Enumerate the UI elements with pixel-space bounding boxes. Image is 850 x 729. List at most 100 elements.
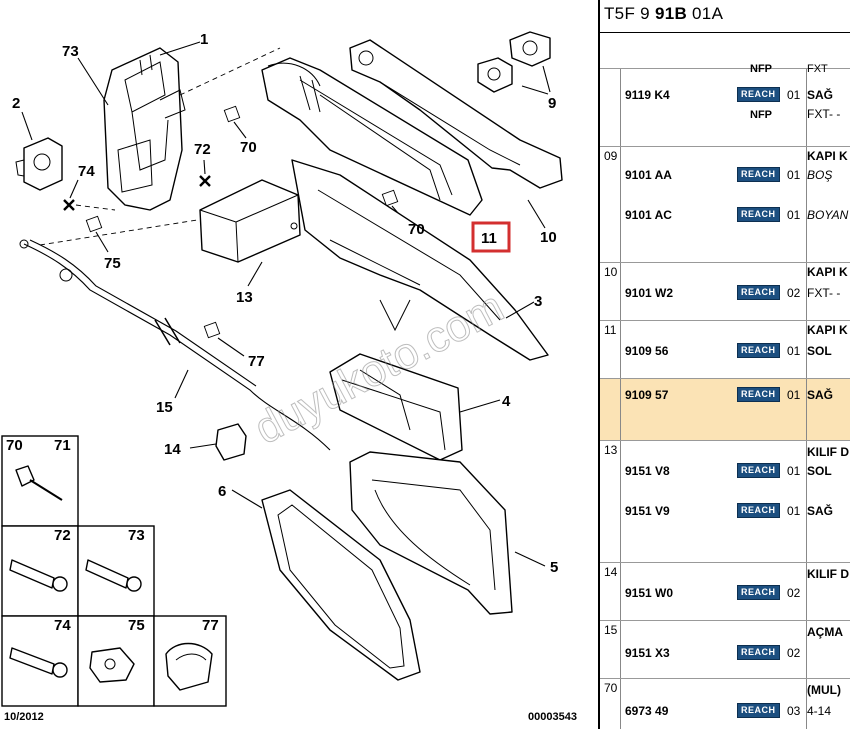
qty: 02 [787,286,801,300]
reach-badge[interactable]: REACH [737,645,780,660]
inset-label-70: 70 [6,437,23,454]
qty: 01 [787,208,801,222]
catalog-row[interactable]: 9151 V8 REACH 01 SOL [600,461,850,481]
callout-11: 11 [481,230,497,247]
part-3-panel[interactable] [291,159,549,361]
part-ref: 9101 W2 [625,286,674,300]
part-ref: 9151 W0 [625,586,674,600]
callout-10: 10 [540,229,557,246]
group-desc: KAPI K [807,323,848,337]
reach-badge[interactable]: REACH [737,585,780,600]
catalog-group: 11 KAPI K 9109 56 REACH 01 SOL [600,320,850,379]
catalog-row[interactable]: 9151 V9 REACH 01 SAĞ [600,501,850,521]
reach-badge[interactable]: REACH [737,463,780,478]
part-ref: 9119 K4 [625,88,670,102]
catalog-title-prefix: T5F 9 [604,4,655,23]
desc: SAĞ [807,504,834,518]
screw-74-marker [63,199,75,211]
nfp-bottom: NFP [750,109,772,121]
part-10-outer-handle[interactable] [349,39,563,189]
qty: 01 [787,344,801,358]
reach-badge[interactable]: REACH [737,343,780,358]
callout-4: 4 [502,393,511,410]
catalog-row[interactable]: 6973 49 REACH 03 4-14 [600,701,850,721]
group-number: 14 [604,565,618,579]
catalog-group: 09 KAPI K 9101 AA REACH 01 BOŞ 9101 AC R… [600,146,850,263]
callout-77: 77 [248,353,265,370]
part-9-caps[interactable] [477,31,551,93]
part-2-bracket[interactable] [15,137,63,191]
callout-73: 73 [62,43,79,60]
footer-date: 10/2012 [4,711,44,723]
catalog-title-suffix: 01A [687,4,724,23]
part-ref: 6973 49 [625,704,669,718]
desc-top-partial: FXT [807,63,828,75]
reach-badge[interactable]: REACH [737,285,780,300]
inset-label-73: 73 [128,527,145,544]
group-number: 13 [604,443,618,457]
reach-badge[interactable]: REACH [737,503,780,518]
qty: 01 [787,88,801,102]
part-5-inner-handle[interactable] [349,451,513,615]
inset-label-77: 77 [202,617,219,634]
callout-1: 1 [200,31,208,48]
group-desc: (MUL) [807,683,841,697]
reach-badge[interactable]: REACH [737,387,780,402]
screw-74-icon [9,647,68,678]
reach-badge[interactable]: REACH [737,207,780,222]
diagram-svg: duyukoto.com 1 73 2 74 75 72 70 13 70 11… [1,31,577,723]
catalog-row[interactable]: 9109 56 REACH 01 SOL [600,341,850,361]
desc: SAĞ [807,88,834,102]
nfp-top: NFP [750,63,772,75]
catalog-group-selected: 9109 57 REACH 01 SAĞ [600,378,850,441]
part-73-lock-body[interactable] [103,47,186,211]
part-ref: 9151 V8 [625,464,670,478]
qty: 01 [787,388,801,402]
group-number: 09 [604,149,618,163]
highlight-box-11[interactable] [471,221,511,253]
reach-badge[interactable]: REACH [737,703,780,718]
catalog-row[interactable]: 9151 W0 REACH 02 [600,583,850,603]
catalog-group: 10 KAPI K 9101 W2 REACH 02 FXT- - [600,262,850,321]
callout-3: 3 [534,293,542,310]
catalog-row[interactable]: 9119 K4 REACH 01 SAĞ [600,85,850,105]
reach-badge[interactable]: REACH [737,167,780,182]
callout-9: 9 [548,95,556,112]
inset-label-75: 75 [128,617,145,634]
inset-label-72: 72 [54,527,71,544]
callout-15: 15 [156,399,173,416]
catalog-group: 14 KILIF D 9151 W0 REACH 02 [600,562,850,621]
part-15-cable[interactable] [19,239,331,451]
part-13-cover[interactable] [199,179,301,263]
clip-77-icon [165,642,213,691]
desc: FXT- - [807,286,841,300]
part-4-inner-housing[interactable] [329,353,463,461]
callout-5: 5 [550,559,558,576]
parts-catalog-panel: T5F 9 91B 01A NFP FXT 9119 K4 REACH 01 S… [598,0,850,729]
callout-74: 74 [78,163,95,180]
group-desc: KILIF D [807,567,849,581]
qty: 01 [787,168,801,182]
part-14-clip[interactable] [215,423,247,461]
catalog-group: 15 AÇMA 9151 X3 REACH 02 [600,620,850,679]
catalog-group: 13 KILIF D 9151 V8 REACH 01 SOL 9151 V9 … [600,440,850,563]
part-ref: 9151 X3 [625,646,670,660]
group-number: 15 [604,623,618,637]
part-ref: 9109 57 [625,388,669,402]
part-ref: 9101 AA [625,168,672,182]
catalog-row[interactable]: 9101 AC REACH 01 BOYAN [600,205,850,225]
desc: SOL [807,344,832,358]
callout-14: 14 [164,441,181,458]
catalog-row-selected[interactable]: 9109 57 REACH 01 SAĞ [600,385,850,405]
group-number: 10 [604,265,618,279]
catalog-row[interactable]: 9101 W2 REACH 02 FXT- - [600,283,850,303]
reach-badge[interactable]: REACH [737,87,780,102]
part-6-bezel[interactable] [261,489,421,681]
screw-73-icon [85,559,142,592]
catalog-row[interactable]: 9151 X3 REACH 02 [600,643,850,663]
desc: 4-14 [807,704,832,718]
inset-label-74: 74 [54,617,71,634]
outer-handle-mechanism[interactable] [261,57,483,216]
part-ref: 9109 56 [625,344,669,358]
catalog-row[interactable]: 9101 AA REACH 01 BOŞ [600,165,850,185]
